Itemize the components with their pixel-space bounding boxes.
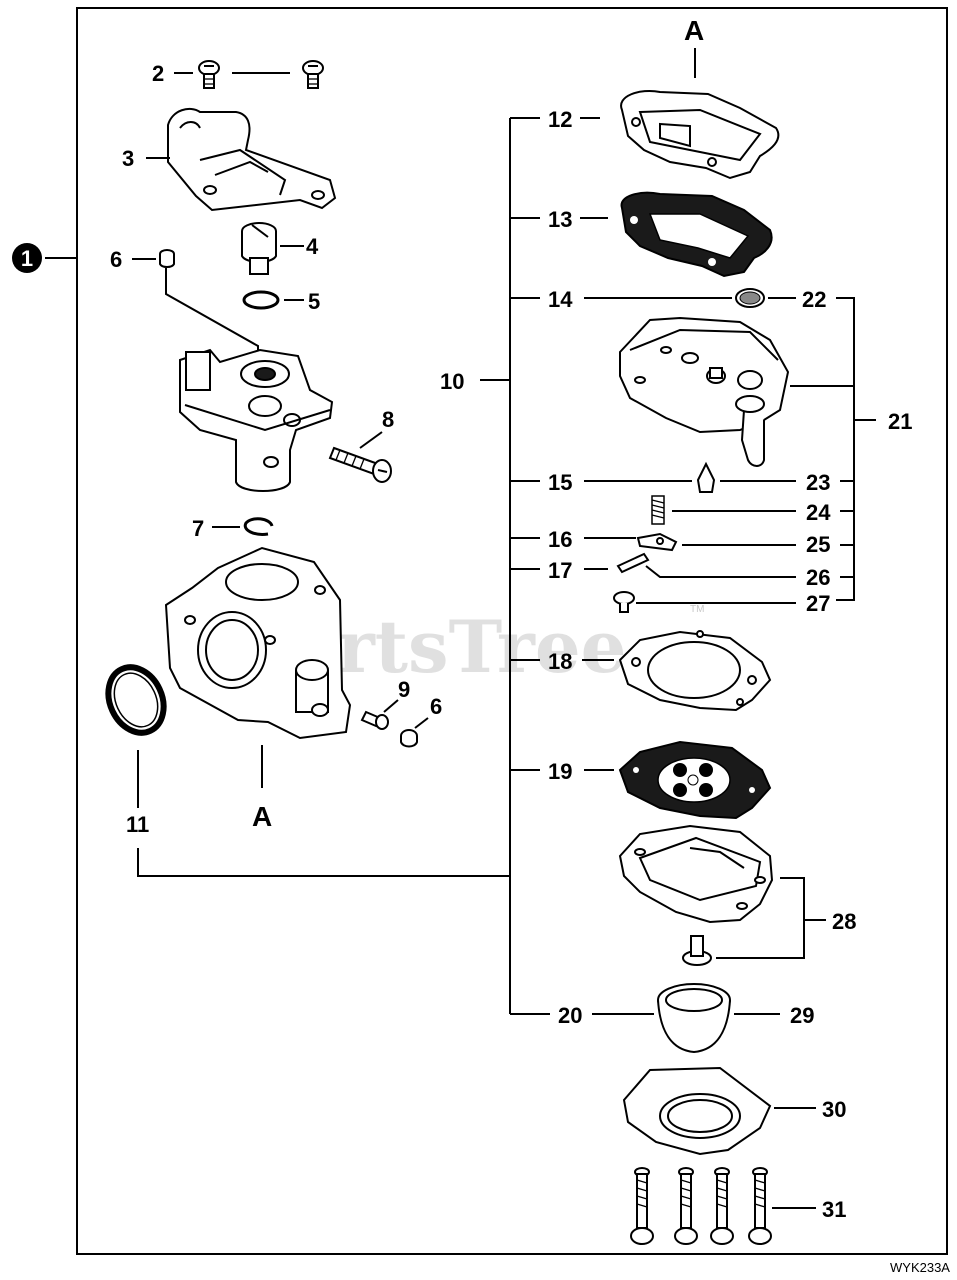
diagram-frame (76, 7, 948, 1255)
part-30-primer-retainer[interactable] (622, 1066, 772, 1156)
throttle-body[interactable] (179, 348, 334, 492)
callout-19[interactable]: 19 (548, 759, 572, 784)
part-7-e-clip[interactable] (243, 517, 274, 536)
callout-9[interactable]: 9 (398, 677, 410, 702)
svg-text:1: 1 (21, 246, 33, 271)
part-29-primer-bulb[interactable] (657, 983, 731, 1054)
callout-16[interactable]: 16 (548, 527, 572, 552)
callout-21[interactable]: 21 (888, 409, 912, 434)
callout-6-top[interactable]: 6 (110, 247, 122, 272)
callout-25[interactable]: 25 (806, 532, 830, 557)
figure-code: WYK233A (890, 1260, 950, 1275)
part-31-screw-3[interactable] (710, 1167, 734, 1245)
part-21-pump-body[interactable] (619, 316, 790, 467)
part-2-screw-right[interactable] (302, 60, 324, 89)
callout-17[interactable]: 17 (548, 558, 572, 583)
part-19-metering-diaphragm[interactable] (618, 740, 772, 820)
part-6-cap-top[interactable] (159, 249, 175, 268)
part-24-spring[interactable] (651, 495, 665, 525)
assembly-callout-1[interactable]: 1 (12, 243, 42, 273)
callout-26[interactable]: 26 (806, 565, 830, 590)
part-28-metering-cover[interactable] (618, 824, 774, 924)
callout-10[interactable]: 10 (440, 369, 464, 394)
part-4-throttle-shaft[interactable] (241, 222, 277, 275)
watermark-trademark: TM (690, 604, 704, 615)
callout-6-bottom[interactable]: 6 (430, 694, 442, 719)
part-5-o-ring[interactable] (242, 290, 280, 310)
callout-30[interactable]: 30 (822, 1097, 846, 1122)
part-31-screw-2[interactable] (674, 1167, 698, 1245)
callout-4[interactable]: 4 (306, 234, 319, 259)
callout-11[interactable]: 11 (126, 812, 149, 837)
part-26-lever-pin[interactable] (616, 552, 650, 574)
callout-12[interactable]: 12 (548, 107, 572, 132)
part-13-diaphragm[interactable] (620, 191, 773, 278)
callout-29[interactable]: 29 (790, 1003, 814, 1028)
section-marker-top: A (684, 15, 704, 46)
part-2-screw-left[interactable] (198, 60, 220, 89)
callout-28[interactable]: 28 (832, 909, 856, 934)
part-31-screw-1[interactable] (630, 1167, 654, 1245)
part-28-check-valve[interactable] (682, 935, 712, 966)
callout-22[interactable]: 22 (802, 287, 826, 312)
part-18-gasket[interactable] (618, 630, 772, 712)
section-marker-bottom: A (252, 801, 272, 832)
part-8-screw[interactable] (328, 446, 392, 483)
callout-27[interactable]: 27 (806, 591, 830, 616)
part-31-screw-4[interactable] (748, 1167, 772, 1245)
part-25-metering-lever[interactable] (636, 532, 678, 552)
callout-15[interactable]: 15 (548, 470, 572, 495)
part-12-gasket[interactable] (620, 90, 780, 180)
callout-31[interactable]: 31 (822, 1197, 846, 1222)
part-22-filter-screen[interactable] (735, 288, 765, 308)
callout-13[interactable]: 13 (548, 207, 572, 232)
part-6-cap-bottom[interactable] (400, 729, 418, 748)
carburetor-body[interactable] (164, 546, 352, 740)
callout-2[interactable]: 2 (152, 61, 164, 86)
callout-8[interactable]: 8 (382, 407, 394, 432)
callout-18[interactable]: 18 (548, 649, 572, 674)
callout-3[interactable]: 3 (122, 146, 134, 171)
callout-23[interactable]: 23 (806, 470, 830, 495)
callout-7[interactable]: 7 (192, 516, 204, 541)
part-3-throttle-bracket[interactable] (167, 107, 337, 212)
callout-5[interactable]: 5 (308, 289, 320, 314)
part-23-inlet-needle[interactable] (696, 461, 716, 493)
part-9-screw[interactable] (360, 710, 389, 730)
part-11-gasket-ring[interactable] (98, 658, 174, 742)
callout-14[interactable]: 14 (548, 287, 573, 312)
part-27-screw[interactable] (613, 591, 635, 613)
callout-24[interactable]: 24 (806, 500, 831, 525)
callout-20[interactable]: 20 (558, 1003, 582, 1028)
